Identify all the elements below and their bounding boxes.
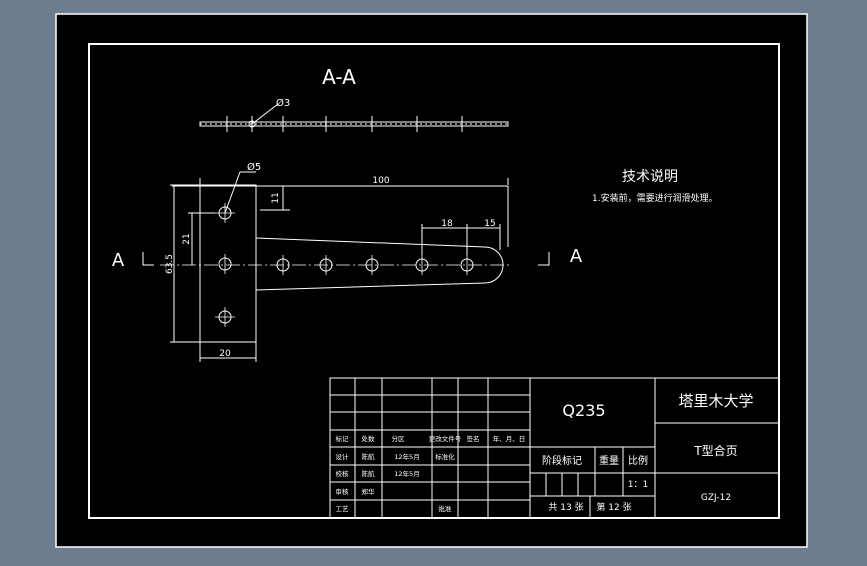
dim-11: 11 bbox=[271, 192, 281, 203]
check-label: 校核 bbox=[336, 469, 350, 478]
dim-21: 21 bbox=[182, 233, 192, 244]
design-name: 陈航 bbox=[362, 452, 376, 461]
design-label: 设计 bbox=[336, 452, 350, 461]
weight-label: 重量 bbox=[599, 454, 619, 467]
drawing-number: GZJ-12 bbox=[701, 493, 731, 503]
notes-item-1: 1.安装前，需要进行润滑处理。 bbox=[592, 192, 718, 204]
sheet-number: 第 12 张 bbox=[596, 501, 631, 513]
rev-header: 更改文件号 bbox=[429, 434, 462, 443]
scale-label: 比例 bbox=[628, 454, 648, 467]
rev-header: 处数 bbox=[362, 434, 376, 443]
section-arrow-right bbox=[538, 252, 550, 266]
section-label-right: A bbox=[570, 246, 583, 267]
stage-label: 阶段标记 bbox=[542, 454, 582, 467]
section-hole bbox=[248, 120, 256, 128]
review-name: 郑华 bbox=[362, 487, 376, 496]
dim-20: 20 bbox=[219, 349, 231, 359]
hinge-leaf-plate bbox=[199, 184, 257, 343]
section-arrow-left bbox=[142, 252, 154, 266]
standard-label: 标准化 bbox=[435, 452, 455, 461]
process-label: 工艺 bbox=[336, 505, 350, 513]
design-date: 12年5月 bbox=[394, 452, 419, 461]
material: Q235 bbox=[562, 401, 605, 420]
section-title: A-A bbox=[322, 65, 356, 89]
dim-15: 15 bbox=[484, 219, 495, 229]
part-view bbox=[142, 171, 550, 362]
revision-headers: 标记 处数 分区 更改文件号 签名 年、月、日 bbox=[336, 434, 526, 443]
approve-label: 批准 bbox=[439, 504, 453, 513]
hole-dim-phi5: Ø5 bbox=[247, 161, 261, 173]
leader-phi3 bbox=[251, 103, 279, 125]
rev-header: 分区 bbox=[392, 434, 406, 443]
title-block bbox=[329, 377, 780, 519]
school-name: 塔里木大学 bbox=[678, 392, 753, 410]
dim-100: 100 bbox=[372, 176, 389, 186]
sheet-total: 共 13 张 bbox=[548, 502, 583, 513]
section-view bbox=[199, 103, 509, 132]
rev-header: 标记 bbox=[336, 434, 350, 443]
dim-18: 18 bbox=[441, 219, 453, 229]
rev-header: 签名 bbox=[467, 434, 480, 443]
notes-title: 技术说明 bbox=[622, 169, 678, 185]
leader-phi5 bbox=[224, 171, 241, 214]
part-name: T型合页 bbox=[693, 443, 737, 458]
check-date: 12年5月 bbox=[394, 469, 419, 478]
check-name: 陈航 bbox=[362, 469, 376, 478]
hole-dim-phi3: Ø3 bbox=[276, 97, 290, 109]
rev-header: 年、月、日 bbox=[493, 434, 526, 443]
section-hole-marks bbox=[226, 116, 463, 132]
signature-rows: 设计 陈航 12年5月 标准化 校核 陈航 12年5月 审核 郑华 工艺 批准 bbox=[336, 452, 456, 513]
review-label: 审核 bbox=[336, 487, 350, 496]
section-label-left: A bbox=[112, 250, 125, 271]
scale-value: 1：1 bbox=[628, 480, 648, 490]
dim-63-5: 63.5 bbox=[165, 254, 175, 274]
